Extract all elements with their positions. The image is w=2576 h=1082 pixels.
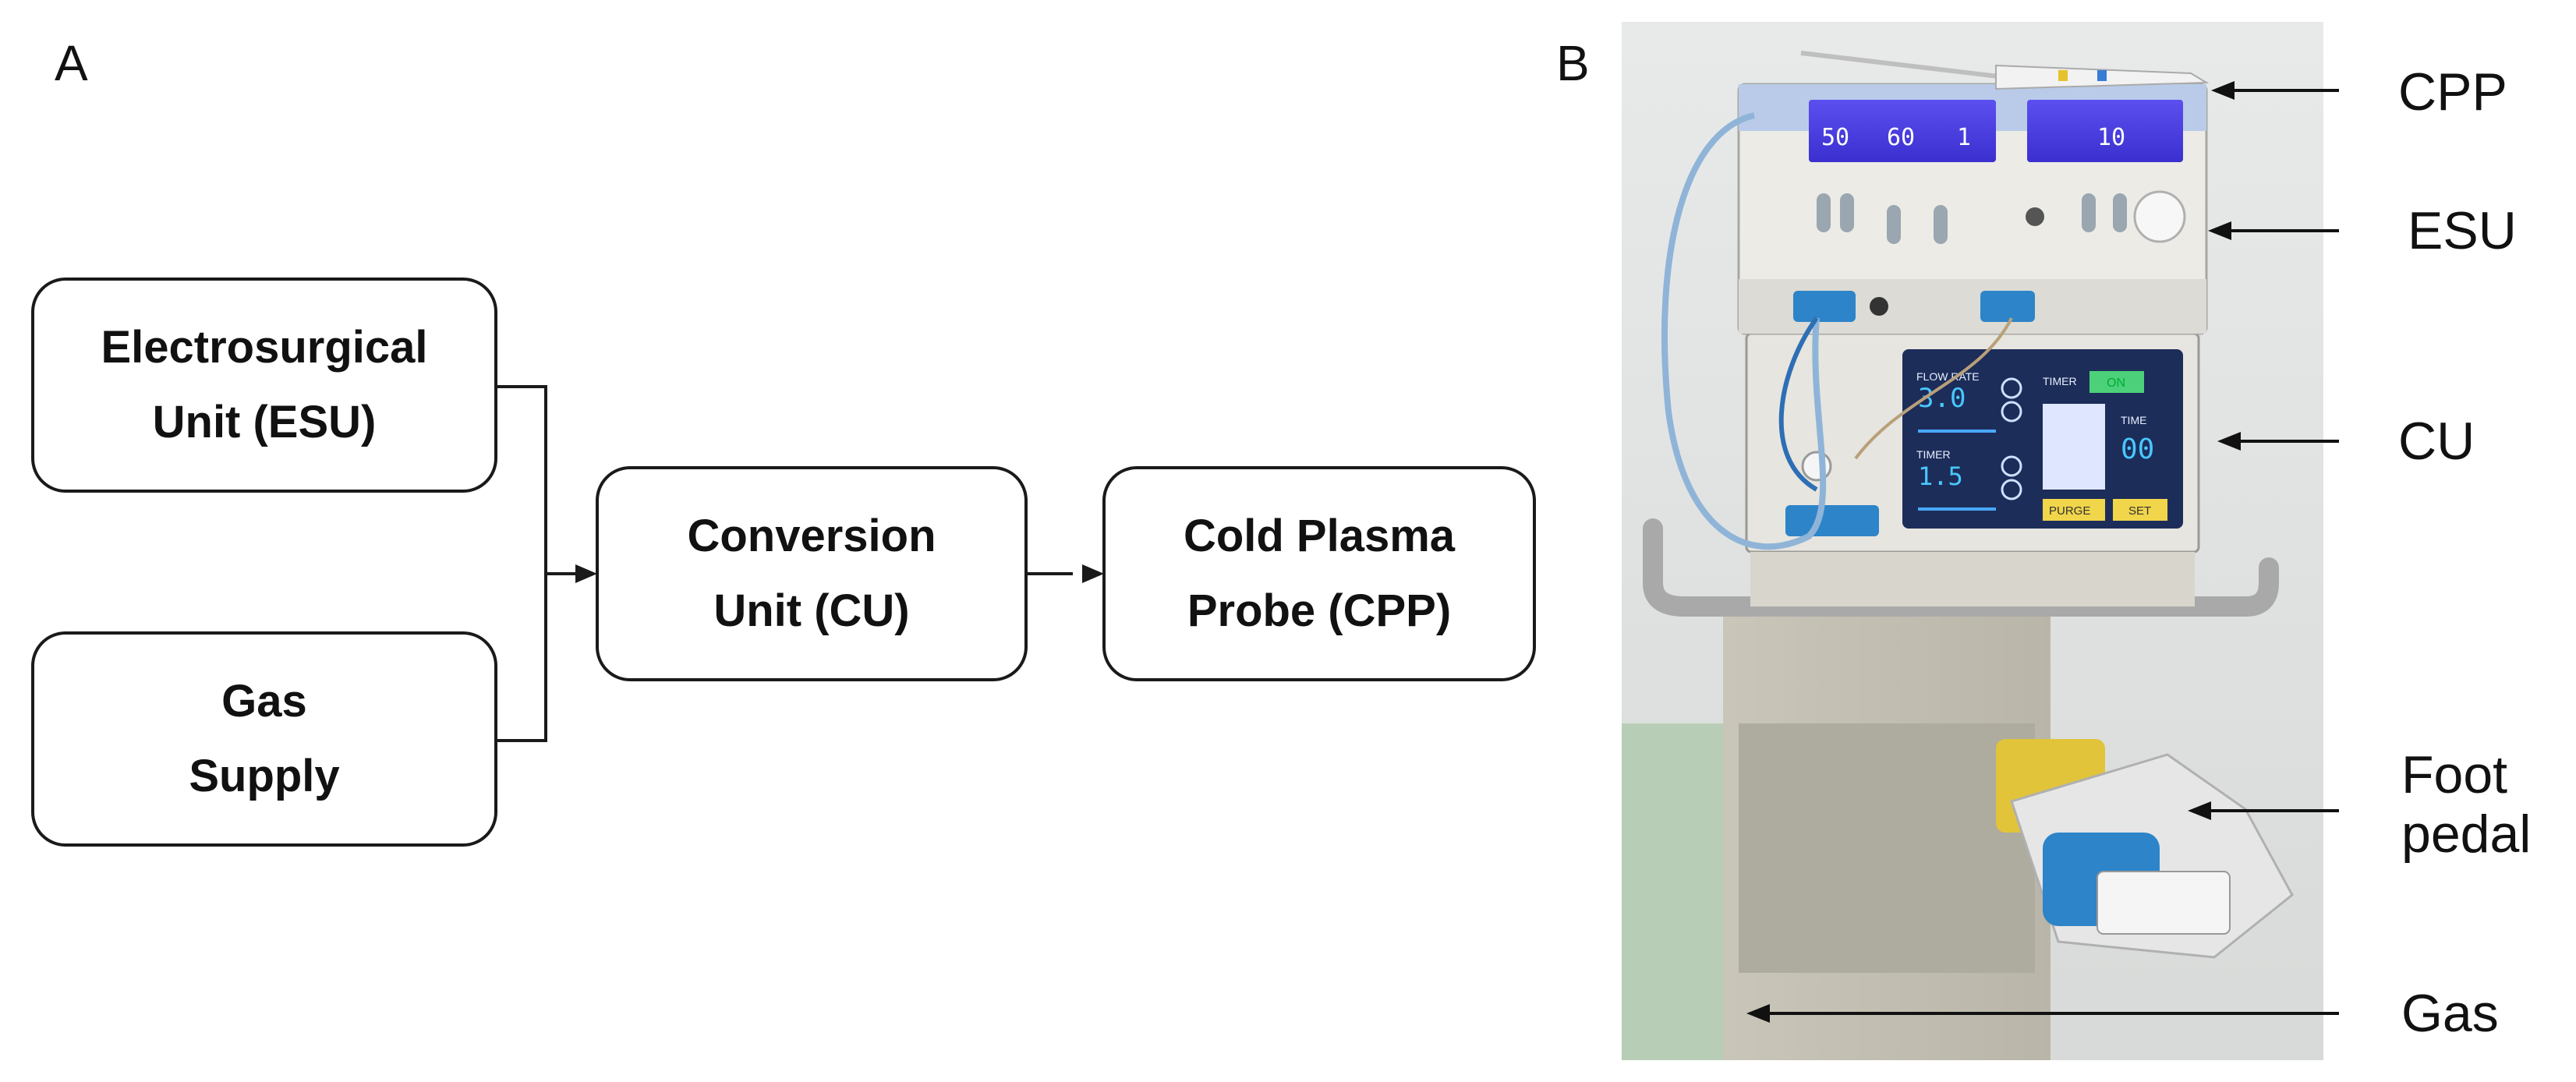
- panel-b-label: B: [1556, 35, 1590, 91]
- esu-box-line1: Electrosurgical: [101, 322, 428, 373]
- gas-cylinder: [1622, 723, 1739, 1060]
- cu-timer-label: TIMER: [1916, 448, 1951, 461]
- callout-foot-pedal-line2: pedal: [2401, 804, 2532, 864]
- arrowhead-to-cpp: [1082, 564, 1104, 583]
- cu-timer2-label: TIMER: [2043, 375, 2077, 387]
- gas-box-line2: Supply: [189, 751, 340, 801]
- esu-device-illustration: 50 60 1 10: [1737, 83, 2208, 335]
- connector-esu: [496, 385, 547, 574]
- callout-foot-pedal: Foot pedal: [2401, 745, 2531, 864]
- callout-gas: Gas: [2401, 984, 2499, 1043]
- cpp-box-line2: Probe (CPP): [1187, 585, 1452, 636]
- callout-arrowhead-gas: [1746, 1004, 1770, 1023]
- conversion-unit-box: Conversion Unit (CU): [596, 466, 1028, 681]
- cu-device-illustration: FLOW RATE 3.0 TIMER 1.5 TIMER ON TIME 00…: [1745, 332, 2200, 606]
- device-photo-illustration: FLOW RATE 3.0 TIMER 1.5 TIMER ON TIME 00…: [1622, 22, 2323, 1060]
- connector-lines: [496, 385, 1104, 742]
- connector-gas: [496, 574, 547, 742]
- gas-box-line1: Gas: [221, 676, 307, 727]
- cu-time-label: TIME: [2121, 414, 2146, 426]
- cu-purge-label: PURGE: [2049, 504, 2090, 518]
- cu-timer-value: 1.5: [1918, 461, 1963, 491]
- cu-box-line1: Conversion: [687, 511, 936, 561]
- esu-box: Electrosurgical Unit (ESU): [31, 278, 497, 493]
- panel-a-label: A: [55, 35, 88, 91]
- cu-on-label: ON: [2107, 377, 2125, 390]
- callout-arrowhead-cpp: [2211, 81, 2235, 100]
- esu-display-left-1: 50: [1821, 124, 1849, 151]
- cu-time-value: 00: [2121, 433, 2154, 465]
- probe-illustration: [1800, 51, 2210, 90]
- esu-display-left-2: 60: [1887, 124, 1915, 151]
- callout-arrowhead-esu: [2208, 221, 2231, 240]
- cu-flow-rate-label: FLOW RATE: [1916, 370, 1980, 383]
- callout-cu: CU: [2398, 412, 2475, 471]
- callout-cpp: CPP: [2398, 62, 2507, 122]
- arrowhead-to-cu: [575, 564, 597, 583]
- callout-arrowhead-foot-pedal: [2188, 801, 2211, 820]
- gas-supply-box: Gas Supply: [31, 631, 497, 847]
- cable-illustration: [1661, 112, 1827, 550]
- esu-box-line2: Unit (ESU): [152, 397, 377, 447]
- callout-esu: ESU: [2408, 201, 2517, 260]
- cpp-box-line1: Cold Plasma: [1183, 511, 1456, 561]
- esu-display-right: 10: [2097, 124, 2125, 151]
- callout-arrowhead-cu: [2217, 432, 2241, 451]
- cu-set-label: SET: [2128, 504, 2151, 518]
- device-photo: FLOW RATE 3.0 TIMER 1.5 TIMER ON TIME 00…: [1622, 22, 2323, 1060]
- cold-plasma-probe-box: Cold Plasma Probe (CPP): [1102, 466, 1536, 681]
- cu-box-line2: Unit (CU): [713, 585, 910, 636]
- foot-pedal-illustration: [1996, 739, 2294, 959]
- esu-display-left-3: 1: [1957, 124, 1971, 151]
- callout-foot-pedal-line1: Foot: [2401, 745, 2508, 804]
